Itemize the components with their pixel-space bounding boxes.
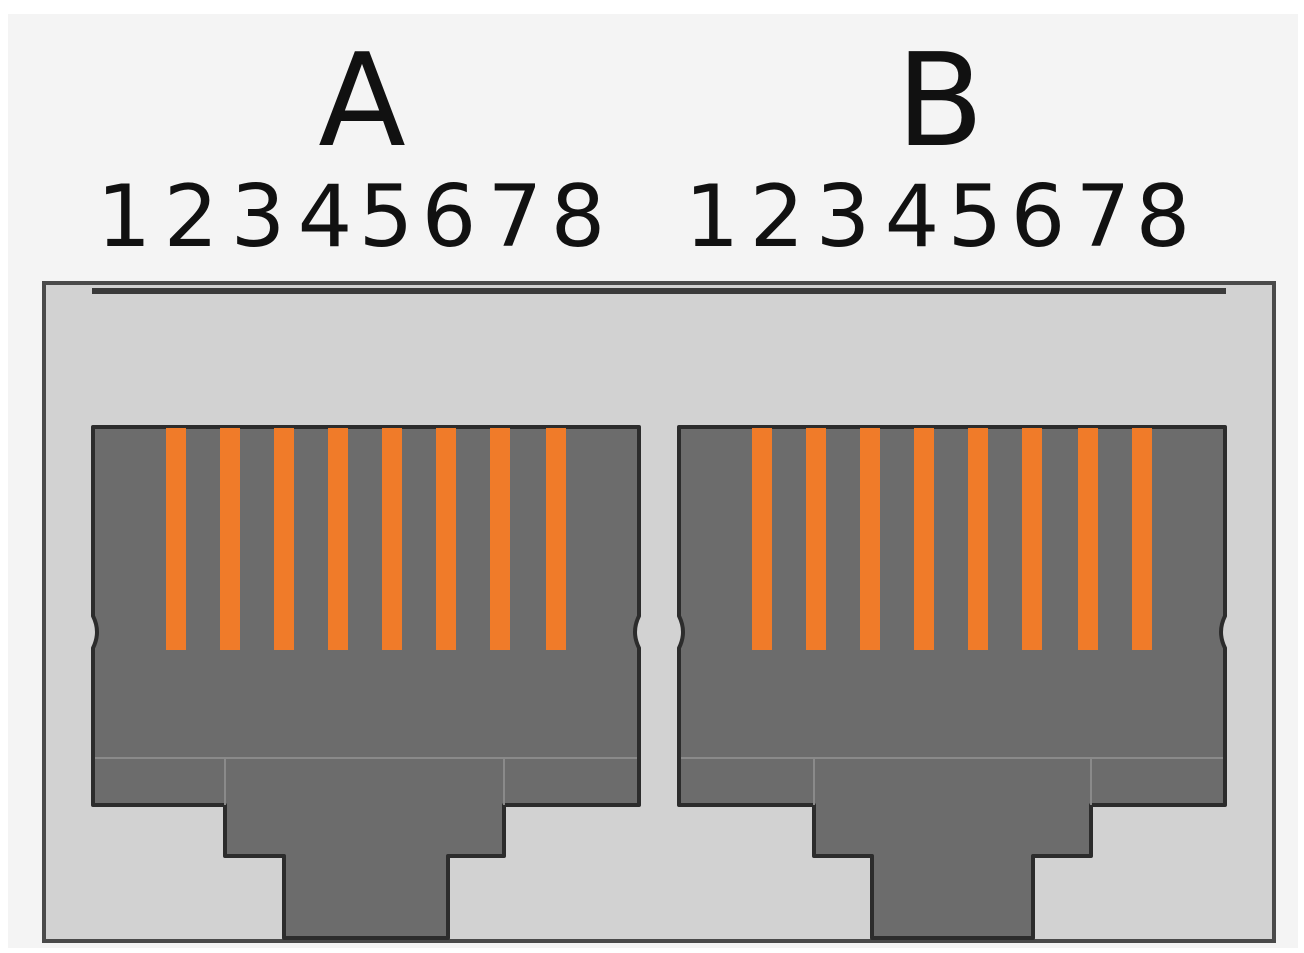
port-b-pin-4-number: 4	[885, 167, 940, 267]
jack-b-pin-1-contact	[752, 428, 772, 650]
jack-b	[677, 425, 1227, 940]
port-b-pin-2-number: 2	[750, 167, 805, 267]
port-b-pin-8-number: 8	[1136, 167, 1191, 267]
jack-b-contact-pins	[752, 428, 1152, 650]
port-a-labels: A 1 2 3 4 5 6 7 8	[97, 27, 606, 267]
jack-b-pin-6-contact	[1022, 428, 1042, 650]
jack-b-latch-seam	[681, 757, 1223, 805]
jack-b-pin-4-contact	[914, 428, 934, 650]
jack-b-pin-8-contact	[1132, 428, 1152, 650]
port-b-pin-7-number: 7	[1076, 167, 1131, 267]
jack-a-pin-7-contact	[490, 428, 510, 650]
port-a-pin-1-number: 1	[97, 167, 152, 267]
port-b-pin-6-number: 6	[1011, 167, 1066, 267]
port-b-pin-3-number: 3	[816, 167, 871, 267]
port-b-labels: B 1 2 3 4 5 6 7 8	[685, 27, 1191, 267]
port-a-pin-2-number: 2	[164, 167, 219, 267]
port-a-letter: A	[318, 27, 406, 176]
port-a-pin-5-number: 5	[359, 167, 414, 267]
jack-a-pin-8-contact	[546, 428, 566, 650]
jack-a-pin-2-contact	[220, 428, 240, 650]
jack-b-pin-2-contact	[806, 428, 826, 650]
port-b-pin-5-number: 5	[948, 167, 1003, 267]
jack-b-pin-5-contact	[968, 428, 988, 650]
jack-a-pin-1-contact	[166, 428, 186, 650]
jack-a-pin-6-contact	[436, 428, 456, 650]
port-a-pin-7-number: 7	[488, 167, 543, 267]
port-a-pin-8-number: 8	[551, 167, 606, 267]
jack-a-pin-4-contact	[328, 428, 348, 650]
jack-a-contact-pins	[166, 428, 566, 650]
port-b-pin-1-number: 1	[685, 167, 740, 267]
jack-b-pin-7-contact	[1078, 428, 1098, 650]
jack-a-pin-5-contact	[382, 428, 402, 650]
port-b-letter: B	[896, 27, 984, 176]
port-a-pin-4-number: 4	[298, 167, 353, 267]
jack-a-latch-seam	[95, 757, 637, 805]
port-a-pin-3-number: 3	[231, 167, 286, 267]
port-a-pin-6-number: 6	[422, 167, 477, 267]
jack-b-pin-3-contact	[860, 428, 880, 650]
jack-a	[91, 425, 641, 940]
jack-a-pin-3-contact	[274, 428, 294, 650]
